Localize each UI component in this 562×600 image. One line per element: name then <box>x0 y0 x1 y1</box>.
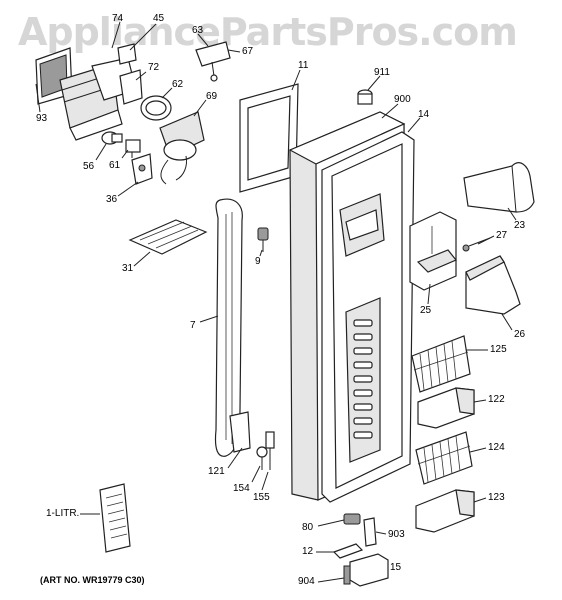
label-12: 12 <box>302 546 314 557</box>
label-36: 36 <box>106 194 118 205</box>
label-11: 11 <box>298 60 309 71</box>
leader-lines <box>35 21 517 583</box>
label-123: 123 <box>488 492 505 503</box>
part-124-wire-basket <box>415 431 473 485</box>
part-61-socket <box>125 139 141 158</box>
label-72: 72 <box>148 62 160 73</box>
part-11-frame <box>239 83 299 193</box>
label-61: 61 <box>109 160 121 171</box>
label-14: 14 <box>418 109 430 120</box>
label-80: 80 <box>302 522 314 533</box>
part-125-wire-basket <box>411 335 471 393</box>
part-36-switch <box>131 153 153 185</box>
part-12-lever <box>332 543 364 559</box>
label-121: 121 <box>208 466 225 477</box>
label-904: 904 <box>298 576 315 587</box>
label-67: 67 <box>242 46 254 57</box>
part-154-clip <box>256 446 268 470</box>
label-27: 27 <box>496 230 508 241</box>
label-74: 74 <box>112 13 124 24</box>
part-7-handle <box>214 198 243 457</box>
label-69: 69 <box>206 91 218 102</box>
part-72 <box>119 69 143 105</box>
label-63: 63 <box>192 25 204 36</box>
label-31: 31 <box>122 263 134 274</box>
label-56: 56 <box>83 161 95 172</box>
part-123-door-bin <box>415 489 475 533</box>
part-26-tray <box>465 255 521 315</box>
label-25: 25 <box>420 305 432 316</box>
part-14-door-liner <box>321 131 415 503</box>
part-80-fitting <box>343 513 361 525</box>
label-45: 45 <box>153 13 165 24</box>
part-9-screw <box>257 227 269 252</box>
part-23-cover <box>463 162 535 213</box>
label-15: 15 <box>390 562 402 573</box>
label-124: 124 <box>488 442 505 453</box>
part-31-grille <box>128 219 208 255</box>
label-125: 125 <box>490 344 507 355</box>
watermark: AppliancePartsPros.com <box>18 10 518 54</box>
part-56-bulb <box>101 131 123 145</box>
part-15-housing <box>349 553 389 587</box>
part-122-door-bin <box>417 387 475 429</box>
part-155-screw <box>265 431 275 470</box>
part-904-screw <box>343 565 351 585</box>
label-62: 62 <box>172 79 184 90</box>
part-69-motor <box>159 111 205 185</box>
label-903: 903 <box>388 529 405 540</box>
label-7: 7 <box>190 320 196 331</box>
art-number: (ART NO. WR19779 C30) <box>40 575 145 585</box>
label-154: 154 <box>233 483 250 494</box>
label-9: 9 <box>255 256 261 267</box>
part-literature-booklet <box>99 483 131 553</box>
part-67-bracket <box>195 41 231 82</box>
part-93-dispenser-housing <box>35 43 137 141</box>
label-911: 911 <box>374 67 390 78</box>
part-62-ring <box>140 95 172 121</box>
label-26: 26 <box>514 329 526 340</box>
label-155: 155 <box>253 492 270 503</box>
part-121-handle-cap <box>229 411 251 453</box>
label-900: 900 <box>394 94 411 105</box>
label-122: 122 <box>488 394 505 405</box>
label-93: 93 <box>36 113 48 124</box>
label-literature: 1-LITR. <box>46 508 80 519</box>
part-911-cap <box>357 89 373 105</box>
part-903-nozzle <box>363 517 377 547</box>
part-25-bracket <box>409 211 457 291</box>
label-23: 23 <box>514 220 526 231</box>
